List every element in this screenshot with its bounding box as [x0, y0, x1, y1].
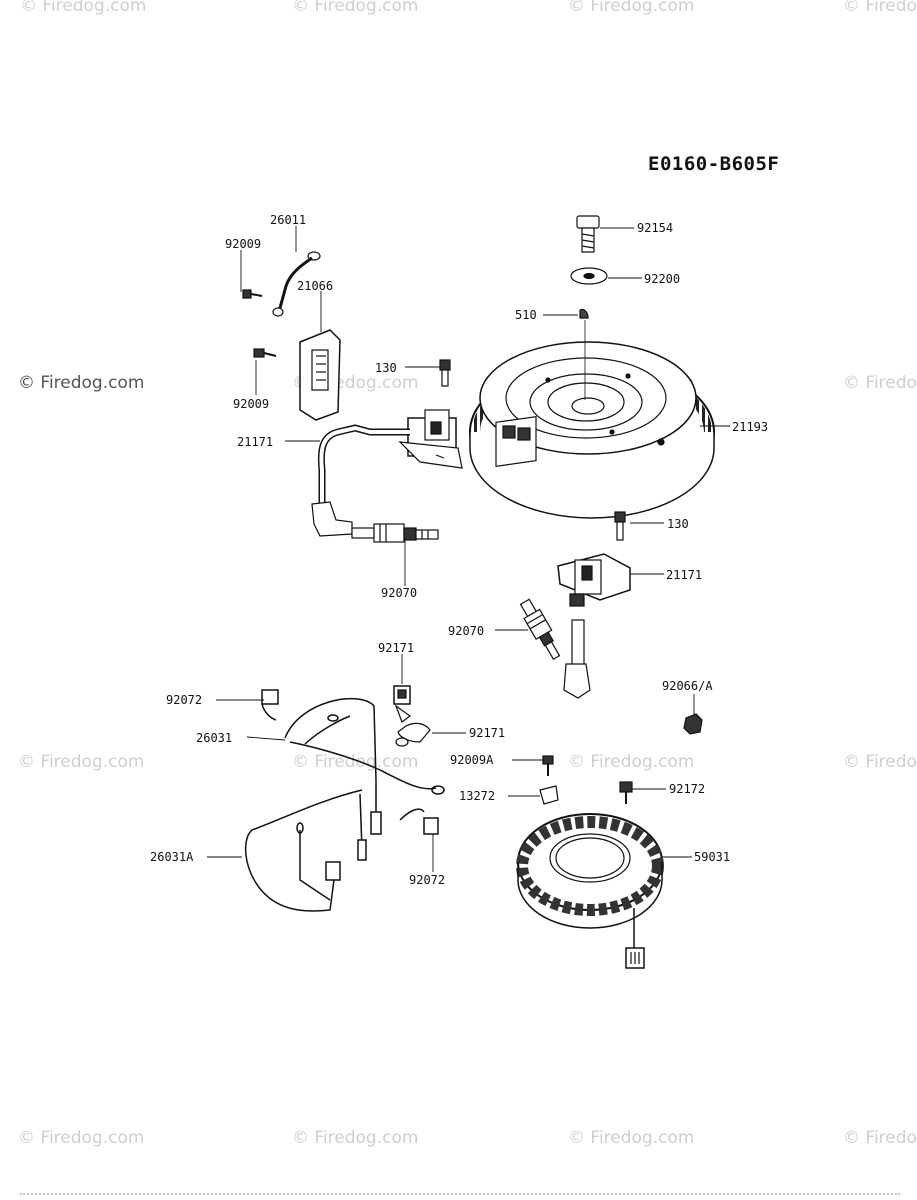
diagram-code: E0160-B605F: [648, 153, 780, 175]
nut-part: [683, 713, 703, 735]
label-92070-left: 92070: [381, 586, 417, 600]
label-92066: 92066/A: [662, 679, 713, 693]
label-21066: 21066: [297, 279, 333, 293]
watermark: © Firedog.com: [20, 0, 147, 16]
label-92172: 92172: [669, 782, 705, 796]
label-21193: 21193: [732, 420, 768, 434]
spark-plug-right: [519, 598, 561, 661]
watermark: © Firedog.com: [292, 1128, 419, 1148]
screw-part: [619, 781, 633, 804]
stator-part: [516, 813, 664, 969]
leader-lines: [207, 226, 730, 872]
key-part: [579, 308, 589, 319]
watermark: © Firedog.com: [18, 373, 145, 393]
bolt-part: [542, 755, 554, 776]
bottom-border: [20, 1193, 900, 1197]
connector-part: [393, 685, 431, 747]
watermark: © Firedog.com: [292, 752, 419, 772]
ground-lead: [242, 251, 321, 317]
label-26031A: 26031A: [150, 850, 194, 864]
watermark: © Firedog.com: [568, 1128, 695, 1148]
terminal-cap: [261, 689, 439, 835]
label-510: 510: [515, 308, 537, 322]
label-92009A: 92009A: [450, 753, 494, 767]
watermark: © Firedo: [843, 373, 917, 393]
bracket-part: [539, 785, 559, 805]
label-26011: 26011: [270, 213, 306, 227]
label-130-top: 130: [375, 361, 397, 375]
ignition-coil-left: [311, 409, 463, 537]
label-92072-top: 92072: [166, 693, 202, 707]
watermark: © Firedo: [843, 0, 917, 16]
label-92009-top: 92009: [225, 237, 261, 251]
watermark: © Firedog.com: [568, 0, 695, 16]
label-92070-right: 92070: [448, 624, 484, 638]
watermark: © Firedog.com: [292, 0, 419, 16]
flywheel-part: [469, 341, 715, 519]
label-92009-bottom: 92009: [233, 397, 269, 411]
ignition-coil-right: [557, 511, 631, 699]
watermark: © Firedo: [843, 1128, 917, 1148]
bolt-part: [439, 359, 451, 387]
label-92200: 92200: [644, 272, 680, 286]
spark-plug-left: [351, 523, 439, 543]
label-21171-left: 21171: [237, 435, 273, 449]
label-59031: 59031: [694, 850, 730, 864]
label-21171-right: 21171: [666, 568, 702, 582]
watermark: © Firedog.com: [18, 752, 145, 772]
washer-part: [570, 267, 608, 285]
rectifier-part: [253, 329, 341, 421]
bolt-part: [576, 215, 600, 253]
label-13272: 13272: [459, 789, 495, 803]
watermark: © Firedo: [843, 752, 917, 772]
wire-harness-26031A: [244, 789, 367, 912]
wire-harness-26031: [284, 697, 445, 835]
label-92072-bottom: 92072: [409, 873, 445, 887]
label-26031: 26031: [196, 731, 232, 745]
watermark: © Firedog.com: [568, 752, 695, 772]
label-92154: 92154: [637, 221, 673, 235]
label-92171-bottom: 92171: [469, 726, 505, 740]
watermark: © Firedog.com: [18, 1128, 145, 1148]
label-92171-top: 92171: [378, 641, 414, 655]
label-130-right: 130: [667, 517, 689, 531]
part-labels: 26011 92009 21066 92009 130 21171 92070 …: [150, 213, 768, 887]
